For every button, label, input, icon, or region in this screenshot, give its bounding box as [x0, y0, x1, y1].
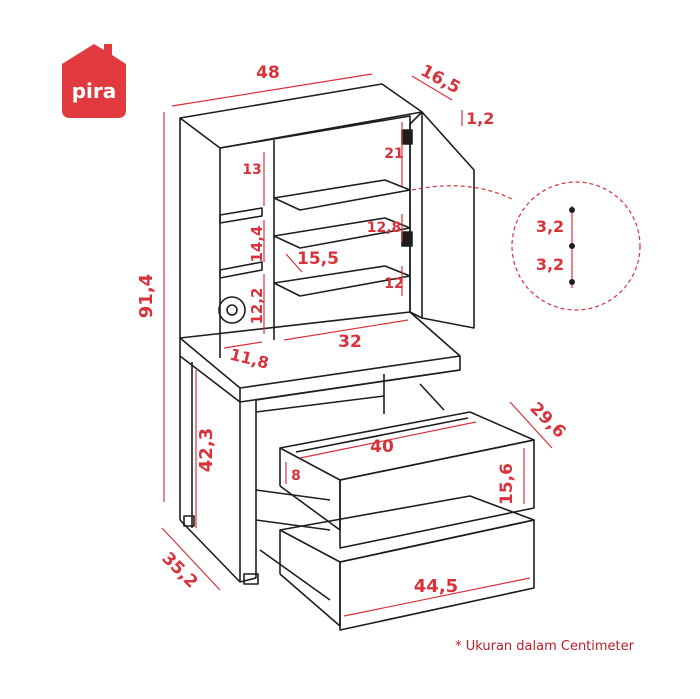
hinge-top — [401, 129, 413, 145]
house-icon — [62, 44, 126, 118]
cabinet-drawing — [179, 83, 535, 631]
dim-shelf-14-4: 14,4 — [248, 225, 266, 262]
drawer-2-front — [339, 519, 535, 631]
dim-shelf-12-2: 12,2 — [248, 287, 266, 324]
dim-cabinet-height: 91,4 — [136, 274, 157, 318]
dim-drawer-width: 40 — [370, 437, 394, 457]
dim-top-width: 48 — [256, 63, 280, 83]
dim-inner-width-32: 32 — [338, 332, 362, 352]
dim-desk-height: 42,3 — [196, 428, 217, 472]
dim-drawer-front-width: 44,5 — [414, 576, 458, 597]
dim-door-12-8: 12,8 — [367, 220, 402, 236]
dim-shelf-13: 13 — [242, 162, 261, 178]
detail-circle — [511, 181, 641, 311]
dim-door-12: 12 — [384, 276, 403, 292]
footnote: * Ukuran dalam Centimeter — [455, 639, 635, 654]
hinge-detail-callout — [411, 181, 641, 311]
drawer-1-box — [279, 411, 535, 481]
dim-hinge-spacing-b: 3,2 — [536, 255, 564, 274]
dim-door-21: 21 — [384, 146, 403, 162]
dim-inner-15-5: 15,5 — [297, 249, 339, 269]
dim-top-thickness: 1,2 — [466, 109, 494, 128]
pira-logo: pira — [62, 44, 126, 118]
logo-text: pira — [72, 79, 117, 103]
cable-hole — [218, 296, 246, 324]
hutch-top — [179, 83, 423, 149]
dim-drawer-inner-height: 8 — [291, 468, 301, 484]
dim-side-11-8: 11,8 — [228, 345, 271, 373]
dim-base-depth: 35,2 — [158, 549, 202, 593]
hinge-bottom — [401, 231, 413, 247]
dim-drawer-depth: 29,6 — [526, 399, 570, 443]
dimension-lines — [161, 73, 573, 617]
dim-drawer-front-height: 15,6 — [497, 463, 517, 505]
cabinet-door — [409, 111, 475, 329]
dim-hinge-spacing-a: 3,2 — [536, 217, 564, 236]
drawer-1-front — [339, 439, 535, 549]
